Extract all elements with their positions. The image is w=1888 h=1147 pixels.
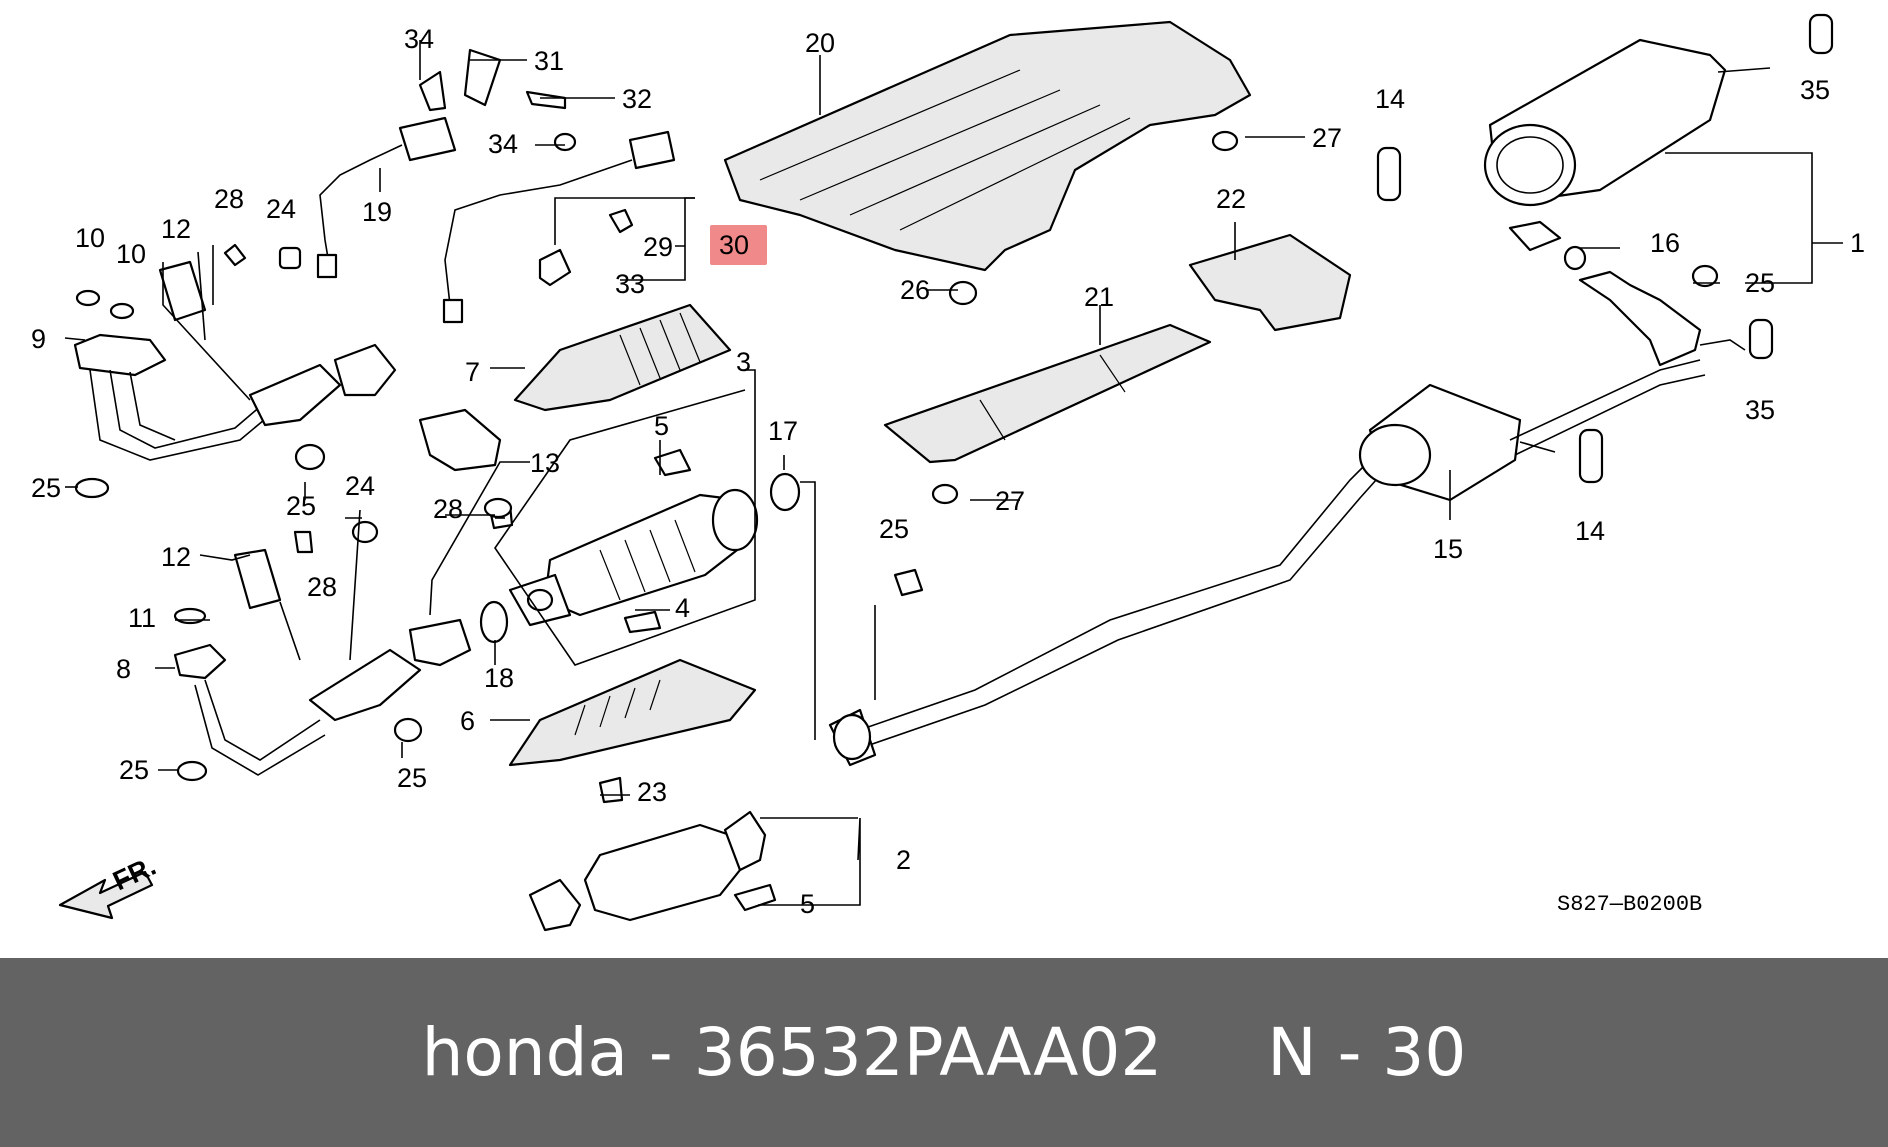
heat-shield-middle [1188,233,1352,332]
rear-muffler [1483,38,1771,252]
callout-25: 25 [397,763,427,793]
callout-13: 13 [530,448,560,478]
callout-5: 5 [800,889,815,919]
callout-15: 15 [1433,534,1463,564]
callout-1: 1 [1850,228,1865,258]
tail-pipe-section [1578,270,1746,367]
callout-2: 2 [896,845,911,875]
callout-31: 31 [534,46,564,76]
callout-7: 7 [465,357,480,387]
callout-3: 3 [736,347,751,377]
callout-4: 4 [675,593,690,623]
callout-22: 22 [1216,184,1246,214]
callout-30-highlighted: 30 [719,230,749,260]
main-exhaust-pipe [828,454,1386,767]
callout-33: 33 [615,269,645,299]
callout-19: 19 [362,197,392,227]
callout-16: 16 [1650,228,1680,258]
cat-cover-lower [508,658,757,767]
callout-11: 11 [128,603,156,633]
callout-32: 32 [622,84,652,114]
callout-23: 23 [637,777,667,807]
catalytic-converter-3 [508,488,759,627]
callout-24: 24 [266,194,296,224]
callout-6: 6 [460,706,475,736]
callout-20: 20 [805,28,835,58]
callout-8: 8 [116,654,131,684]
callout-34: 34 [488,129,518,159]
oxygen-sensor-30 [442,130,676,324]
front-pipe-8 [173,618,472,776]
front-pipe-9 [73,333,397,461]
front-direction-arrow: FR. [58,851,160,920]
heat-shield-lower [883,323,1212,464]
callout-27: 27 [995,486,1025,516]
exhaust-parts-diagram: 34 31 32 34 19 20 27 14 35 1 16 25 35 14… [31,13,1865,932]
callout-25: 25 [286,491,316,521]
callout-28: 28 [307,572,337,602]
callout-labels: 34 31 32 34 19 20 27 14 35 1 16 25 35 14… [31,24,1865,919]
center-muffler [1358,359,1706,502]
callout-29: 29 [643,232,673,262]
callout-25: 25 [31,473,61,503]
callout-25: 25 [879,514,909,544]
callout-24: 24 [345,471,375,501]
callout-27: 27 [1312,123,1342,153]
callout-18: 18 [484,663,514,693]
callout-25: 25 [119,755,149,785]
callout-28: 28 [214,184,244,214]
callout-17: 17 [768,416,798,446]
callout-12: 12 [161,214,191,244]
callout-10: 10 [116,239,146,269]
callout-35: 35 [1745,395,1775,425]
callout-25: 25 [1745,268,1775,298]
callout-14: 14 [1375,84,1405,114]
highlight-box [710,225,767,265]
callout-21: 21 [1084,282,1114,312]
cat-cover-upper [513,303,732,412]
heat-shield-upper [723,20,1252,272]
callout-28: 28 [433,494,463,524]
callout-34: 34 [404,24,434,54]
catalytic-converter-2 [528,810,767,932]
callout-10: 10 [75,223,105,253]
footer-bar: honda - 36532PAAA02 N - 30 [0,958,1888,1147]
callout-5: 5 [654,411,669,441]
callout-26: 26 [900,275,930,305]
diagram-code: S827—B0200B [1557,892,1702,917]
oxygen-sensor-19 [316,116,457,279]
callout-9: 9 [31,324,46,354]
footer-part-caption: honda - 36532PAAA02 N - 30 [421,1014,1467,1091]
callout-14: 14 [1575,516,1605,546]
callout-35: 35 [1800,75,1830,105]
callout-12: 12 [161,542,191,572]
